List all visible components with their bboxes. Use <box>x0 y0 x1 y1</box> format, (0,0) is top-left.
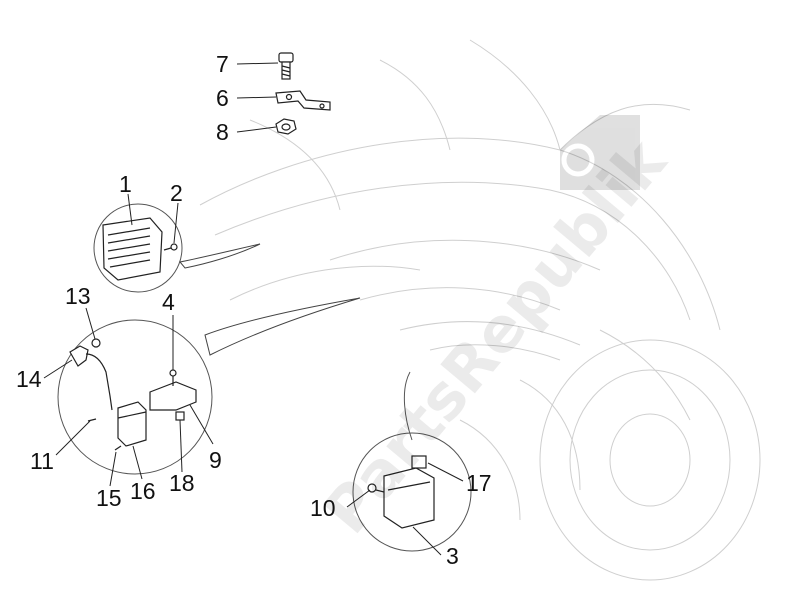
callout-3: 3 <box>446 543 459 569</box>
regulator-group-1 <box>93 203 261 293</box>
screw-15-icon <box>114 445 122 451</box>
callout-17: 17 <box>466 470 492 496</box>
callout-13: 13 <box>65 283 91 309</box>
callout-15: 15 <box>96 485 122 511</box>
coil-16-icon <box>117 401 147 447</box>
screw-13-icon <box>91 338 101 348</box>
cdi-group-3 <box>352 371 472 552</box>
bolt-7-icon <box>278 52 294 80</box>
callout-11: 11 <box>30 448 54 474</box>
screw-2-icon <box>163 243 178 251</box>
bracket-18-icon <box>149 381 197 421</box>
callout-18: 18 <box>169 470 195 496</box>
callout-7: 7 <box>216 51 229 77</box>
voltage-regulator-1-icon <box>102 217 163 281</box>
callout-1: 1 <box>119 171 132 197</box>
bracket-6-icon <box>275 90 331 111</box>
callout-14: 14 <box>16 366 42 392</box>
cap-17-icon <box>411 455 427 469</box>
watermark-gear-icon <box>560 115 640 190</box>
spark-cap-14-icon <box>69 345 113 411</box>
scooter-ghost-outline <box>199 39 761 581</box>
screw-11-icon <box>87 418 97 422</box>
callout-4: 4 <box>162 289 175 315</box>
nut-8-icon <box>275 118 297 135</box>
callout-8: 8 <box>216 119 229 145</box>
callout-10: 10 <box>310 495 336 521</box>
leader-lines <box>43 62 464 556</box>
callout-9: 9 <box>209 447 222 473</box>
callout-16: 16 <box>130 478 156 504</box>
callout-2: 2 <box>170 180 183 206</box>
callout-6: 6 <box>216 85 229 111</box>
